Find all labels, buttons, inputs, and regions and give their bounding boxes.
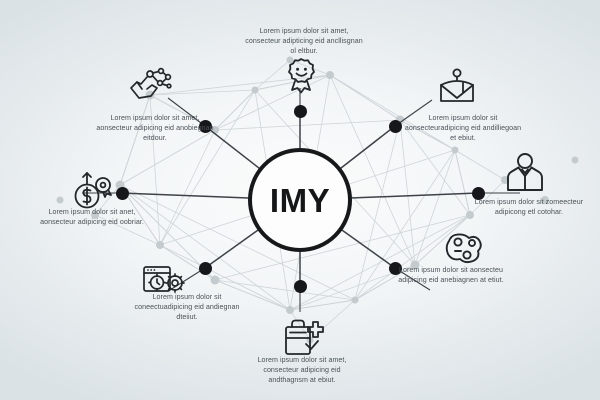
- businessman-icon: [506, 152, 544, 194]
- hand-network-icon: [128, 66, 174, 108]
- dollar-coin-growth-icon: [70, 171, 116, 213]
- spoke-extension: [167, 97, 206, 127]
- branch-label: Lorem ipsum dolor sit coneectuadipicing …: [134, 293, 240, 322]
- branch-label: Lorem ipsum dolor sit aonsecteu adipicin…: [398, 266, 504, 285]
- node-dot[interactable]: [198, 261, 212, 275]
- branch-label: Lorem ipsum dolor sit amet, consecteur a…: [245, 27, 363, 56]
- branch-label: Lorem ipsum dolor sit amet, aonsecteur a…: [96, 114, 214, 143]
- node-dot[interactable]: [293, 104, 307, 118]
- smiley-badge-icon: [284, 57, 318, 99]
- browser-gear-icon: [142, 264, 190, 298]
- tri-circle-shape-icon: [444, 232, 486, 268]
- spoke-extension: [394, 99, 433, 127]
- medical-bag-icon: [280, 318, 324, 358]
- node-dot[interactable]: [293, 279, 307, 293]
- node-dot[interactable]: [388, 119, 402, 133]
- hub-label: IMY: [269, 181, 331, 219]
- node-dot[interactable]: [198, 119, 212, 133]
- node-dot[interactable]: [388, 261, 402, 275]
- branch-label: Lorem ipsum dolor sit amet, consecteur a…: [257, 356, 347, 385]
- branch-label: Lorem ipsum dolor sit anet, aonsecteur a…: [40, 208, 144, 227]
- branch-label: Lorem ipsum dolor sit aonsecteuradipicin…: [404, 114, 522, 143]
- hub-circle: IMY: [248, 148, 352, 252]
- node-dot[interactable]: [115, 186, 129, 200]
- envelope-hanging-icon: [435, 67, 479, 107]
- branch-label: Lorem ipsum dolor sit zomeecteur adipico…: [474, 198, 584, 217]
- node-dot[interactable]: [471, 186, 485, 200]
